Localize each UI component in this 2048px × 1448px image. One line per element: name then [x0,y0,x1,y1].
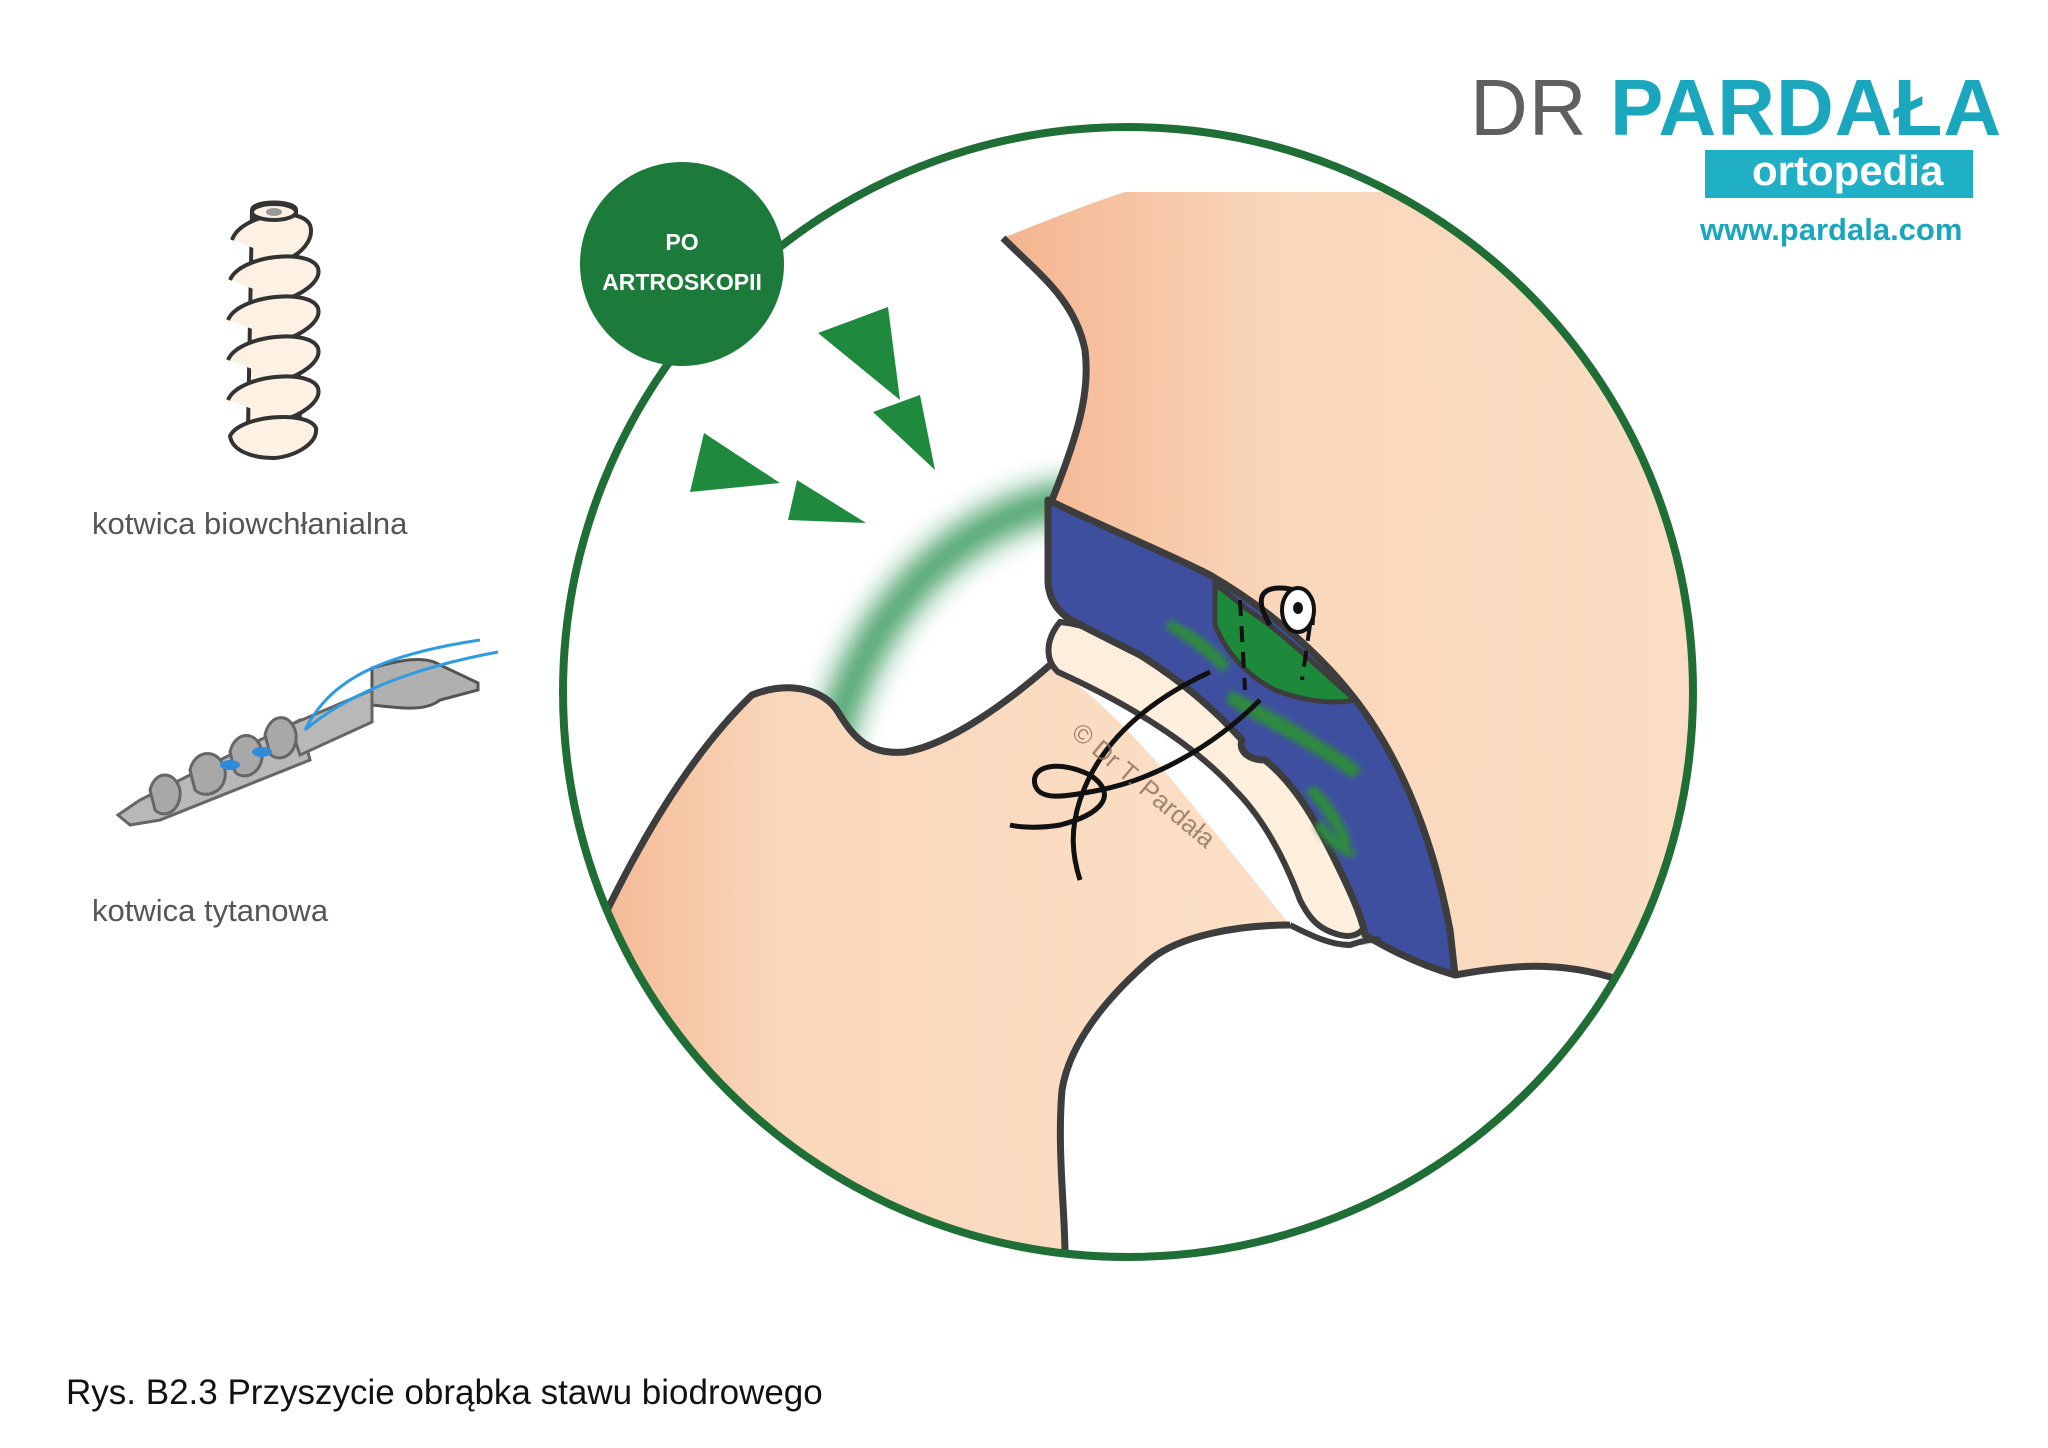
brand-prefix: DR [1470,63,1588,152]
bioabsorbable-anchor-label: kotwica biowchłanialna [92,506,408,541]
suture-strands [1009,669,1262,881]
anchor-knot [1212,580,1361,705]
badge-line1: PO [665,229,698,255]
arrow-icon [818,307,900,400]
brand-subtitle: ortopedia [1752,147,1944,194]
acetabulum-bone [1003,192,1693,1010]
arrow-icon [788,480,866,523]
femoral-outline [596,662,1053,927]
titanium-anchor-label: kotwica tytanowa [92,893,329,928]
labrum [1044,496,1459,979]
brand-subtitle-bar [1705,150,1973,198]
femoral-gap-outline [1288,922,1382,949]
figure-caption: Rys. B2.3 Przyszycie obrąbka stawu biodr… [66,1373,823,1412]
femoral-lower-outline [1042,921,1291,1257]
bioabsorbable-anchor-icon [226,200,321,461]
acetabulum-outline [1000,235,1090,502]
capsule-area [1400,967,1693,1257]
arrow-icon [873,395,935,470]
brand-url[interactable]: www.pardala.com [1700,212,1963,247]
titanium-anchor-icon [115,638,499,827]
badge-line2: ARTROSKOPII [602,269,762,295]
tissue-marks [1165,620,1362,858]
status-badge: PO ARTROSKOPII [580,162,784,366]
view-border [559,123,1697,1261]
arrow-icon [690,433,780,492]
brand-name: PARDAŁA [1610,63,2003,152]
arrow-icons [690,307,935,523]
